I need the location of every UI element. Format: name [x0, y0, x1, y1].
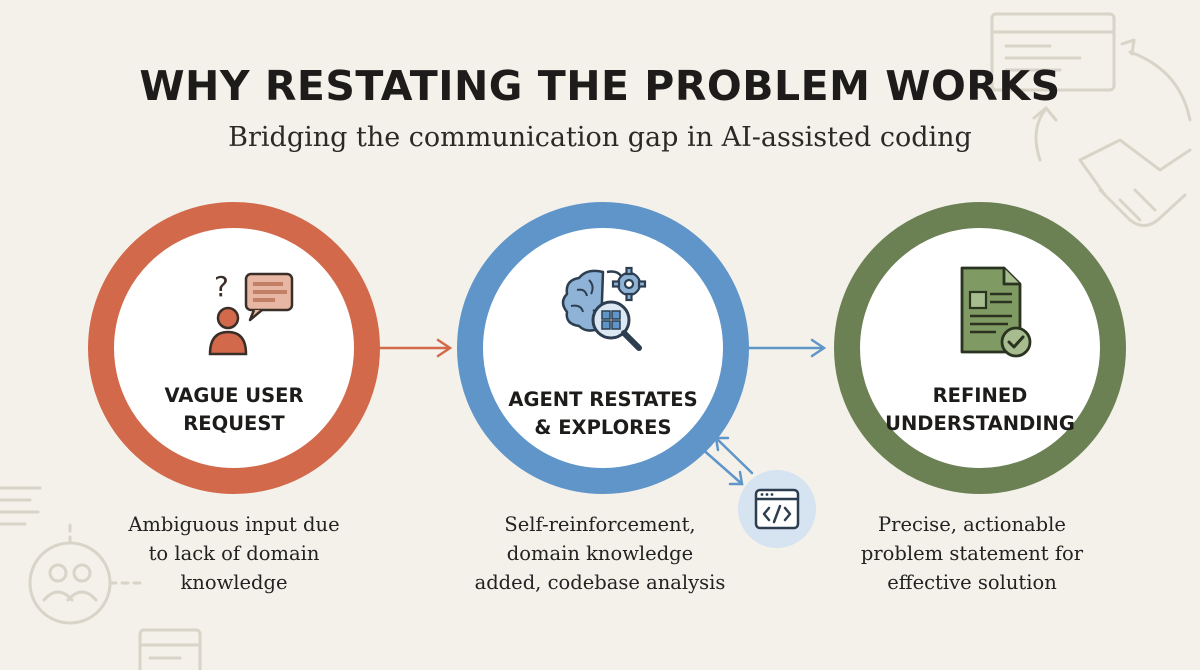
description-line: added, codebase analysis	[474, 571, 726, 594]
step-description-agent-restates: Self-reinforcement, domain knowledge add…	[450, 510, 750, 597]
code-window-badge	[738, 470, 816, 548]
description-line: Ambiguous input due	[128, 513, 340, 536]
step-vague-request: ? VAGUE USER REQUEST	[88, 202, 380, 494]
description-line: domain knowledge	[506, 542, 694, 565]
step-title-line: UNDERSTANDING	[885, 412, 1075, 435]
description-line: to lack of domain	[148, 542, 320, 565]
description-line: effective solution	[887, 571, 1057, 594]
description-line: problem statement for	[860, 542, 1084, 565]
step-agent-restates: AGENT RESTATES & EXPLORES	[457, 202, 749, 494]
description-line: knowledge	[180, 571, 288, 594]
step-title-line: & EXPLORES	[534, 416, 672, 439]
step-title-line: REQUEST	[183, 412, 285, 435]
step-description-vague-request: Ambiguous input due to lack of domain kn…	[84, 510, 384, 597]
arrow-step1-to-step2	[367, 338, 453, 358]
step-title-line: AGENT RESTATES	[508, 388, 698, 411]
description-line: Self-reinforcement,	[504, 513, 696, 536]
description-line: Precise, actionable	[878, 513, 1066, 536]
arrow-step2-to-step3	[736, 338, 827, 358]
confused-user-icon: ?	[208, 270, 294, 356]
page-subtitle: Bridging the communication gap in AI-ass…	[228, 122, 972, 153]
step-description-refined-understanding: Precise, actionable problem statement fo…	[822, 510, 1122, 597]
svg-text:?: ?	[214, 270, 229, 303]
code-window-icon	[754, 488, 800, 530]
page-title: WHY RESTATING THE PROBLEM WORKS	[139, 62, 1061, 110]
document-check-icon	[960, 266, 1032, 358]
brain-gear-search-icon	[561, 266, 647, 351]
step-title-line: VAGUE USER	[164, 384, 304, 407]
step-refined-understanding: REFINED UNDERSTANDING	[834, 202, 1126, 494]
step-title-line: REFINED	[932, 384, 1028, 407]
